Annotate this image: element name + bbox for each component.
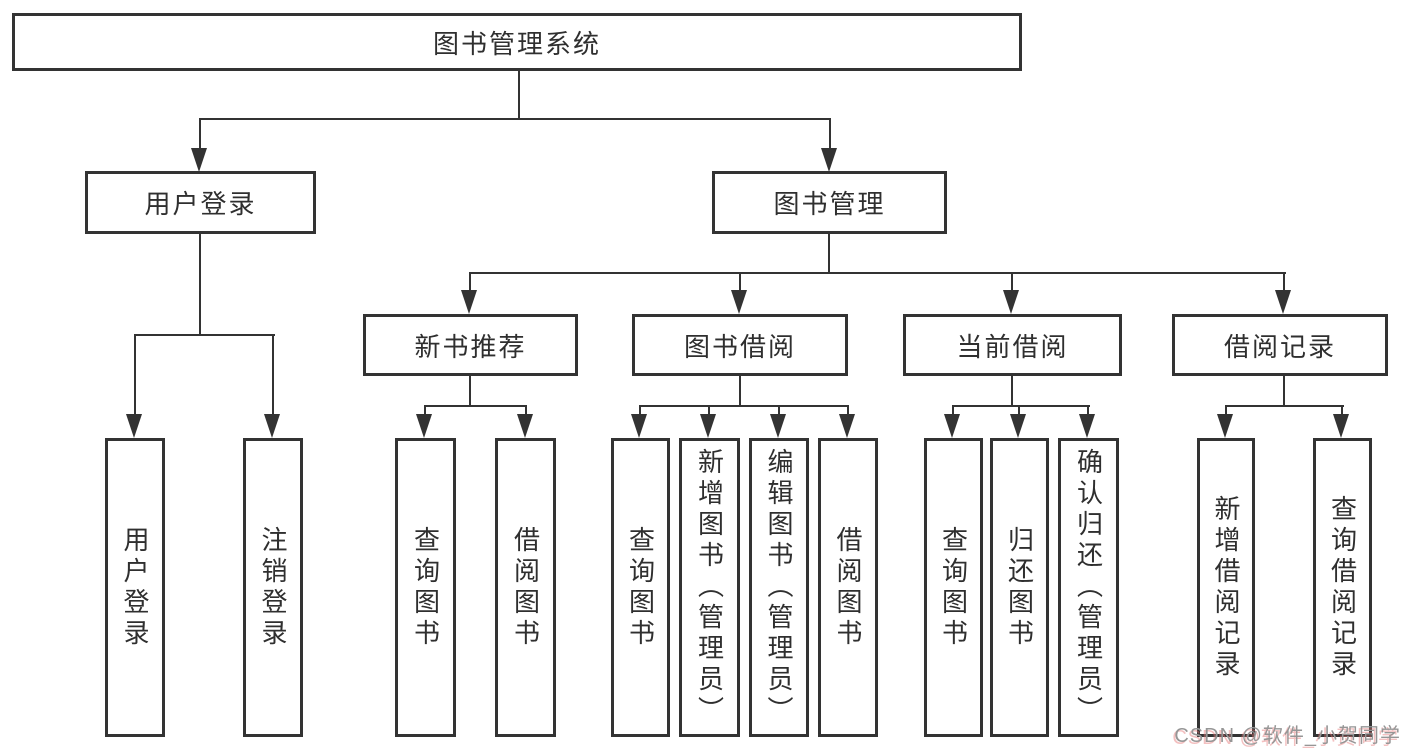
arrow-down-icon (1333, 414, 1349, 438)
leaf-label: 新增借阅记录 (1211, 494, 1241, 681)
leaf-records-add-borrow-record: 新增借阅记录 (1197, 438, 1255, 737)
connector-line (1225, 405, 1227, 417)
leaf-borrowing-add-books-admin: 新增图书（管理员） (679, 438, 740, 737)
arrow-down-icon (1275, 290, 1291, 314)
leaf-label: 借阅图书 (510, 525, 541, 650)
connector-line (1225, 405, 1344, 407)
leaf-records-query-borrow-record: 查询借阅记录 (1313, 438, 1372, 737)
node-label: 图书借阅 (683, 331, 796, 362)
connector-line (134, 334, 136, 416)
leaf-label: 注销登录 (258, 525, 288, 650)
leaf-borrowing-borrow-books: 借阅图书 (818, 438, 878, 737)
node-library-management-system: 图书管理系统 (12, 13, 1022, 71)
leaf-current-query-books: 查询图书 (924, 438, 983, 737)
leaf-label: 查询借阅记录 (1327, 494, 1358, 681)
arrow-down-icon (631, 414, 647, 438)
arrow-down-icon (416, 414, 432, 438)
leaf-recommend-borrow-books: 借阅图书 (495, 438, 556, 737)
connector-line (1283, 272, 1285, 294)
connector-line (1018, 405, 1020, 417)
arrow-down-icon (126, 414, 142, 438)
node-label: 当前借阅 (956, 331, 1069, 362)
arrow-down-icon (821, 148, 837, 172)
connector-line (708, 405, 710, 417)
csdn-watermark: CSDN @软件_小贺同学 (1174, 725, 1401, 747)
connector-line (1011, 376, 1013, 407)
connector-line (469, 376, 471, 407)
node-label: 用户登录 (144, 189, 257, 219)
connector-line (469, 272, 1286, 274)
connector-line (518, 70, 520, 120)
arrow-down-icon (461, 290, 477, 314)
arrow-down-icon (770, 414, 786, 438)
node-new-book-recommend: 新书推荐 (363, 314, 578, 376)
node-current-borrowing: 当前借阅 (903, 314, 1122, 376)
connector-line (1283, 376, 1285, 407)
arrow-down-icon (1217, 414, 1233, 438)
arrow-down-icon (944, 414, 960, 438)
arrow-down-icon (1010, 414, 1026, 438)
connector-line (639, 405, 849, 407)
connector-line (639, 405, 641, 417)
leaf-label: 新增图书（管理员） (694, 448, 725, 727)
arrow-down-icon (731, 290, 747, 314)
leaf-user-login: 用户登录 (105, 438, 165, 737)
connector-line (1341, 405, 1343, 417)
node-borrowing-records: 借阅记录 (1172, 314, 1388, 376)
connector-line (424, 405, 426, 417)
leaf-label: 查询图书 (625, 525, 656, 650)
connector-line (272, 334, 274, 416)
connector-line (469, 272, 471, 294)
leaf-label: 用户登录 (120, 525, 150, 650)
node-label: 图书管理 (773, 189, 886, 219)
leaf-recommend-query-books: 查询图书 (395, 438, 456, 737)
leaf-borrowing-query-books: 查询图书 (611, 438, 670, 737)
connector-line (847, 405, 849, 417)
connector-line (199, 233, 201, 336)
node-label: 图书管理系统 (432, 28, 601, 59)
leaf-current-confirm-return-admin: 确认归还（管理员） (1058, 438, 1119, 737)
connector-line (828, 232, 830, 274)
leaf-label: 确认归还（管理员） (1073, 448, 1104, 727)
connector-line (739, 376, 741, 407)
arrow-down-icon (1003, 290, 1019, 314)
leaf-current-return-books: 归还图书 (990, 438, 1049, 737)
arrow-down-icon (1079, 414, 1095, 438)
connector-line (424, 405, 527, 407)
leaf-label: 查询图书 (410, 525, 441, 650)
connector-line (525, 405, 527, 417)
connector-line (1087, 405, 1089, 417)
node-user-login: 用户登录 (85, 171, 316, 234)
connector-line (739, 272, 741, 294)
node-book-borrowing: 图书借阅 (632, 314, 848, 376)
leaf-label: 查询图书 (938, 525, 969, 650)
node-label: 借阅记录 (1223, 331, 1336, 362)
arrow-down-icon (700, 414, 716, 438)
connector-line (829, 118, 831, 151)
leaf-borrowing-edit-books-admin: 编辑图书（管理员） (749, 438, 809, 737)
leaf-logout: 注销登录 (243, 438, 303, 737)
connector-line (1011, 272, 1013, 294)
arrow-down-icon (191, 148, 207, 172)
arrow-down-icon (839, 414, 855, 438)
leaf-label: 归还图书 (1004, 525, 1035, 650)
node-book-management: 图书管理 (712, 171, 947, 234)
leaf-label: 借阅图书 (833, 525, 863, 650)
arrow-down-icon (517, 414, 533, 438)
connector-line (952, 405, 954, 417)
node-label: 新书推荐 (414, 331, 527, 362)
connector-line (199, 118, 831, 120)
connector-line (199, 118, 201, 151)
connector-line (134, 334, 275, 336)
arrow-down-icon (264, 414, 280, 438)
connector-line (778, 405, 780, 417)
leaf-label: 编辑图书（管理员） (764, 448, 794, 727)
connector-line (952, 405, 1090, 407)
